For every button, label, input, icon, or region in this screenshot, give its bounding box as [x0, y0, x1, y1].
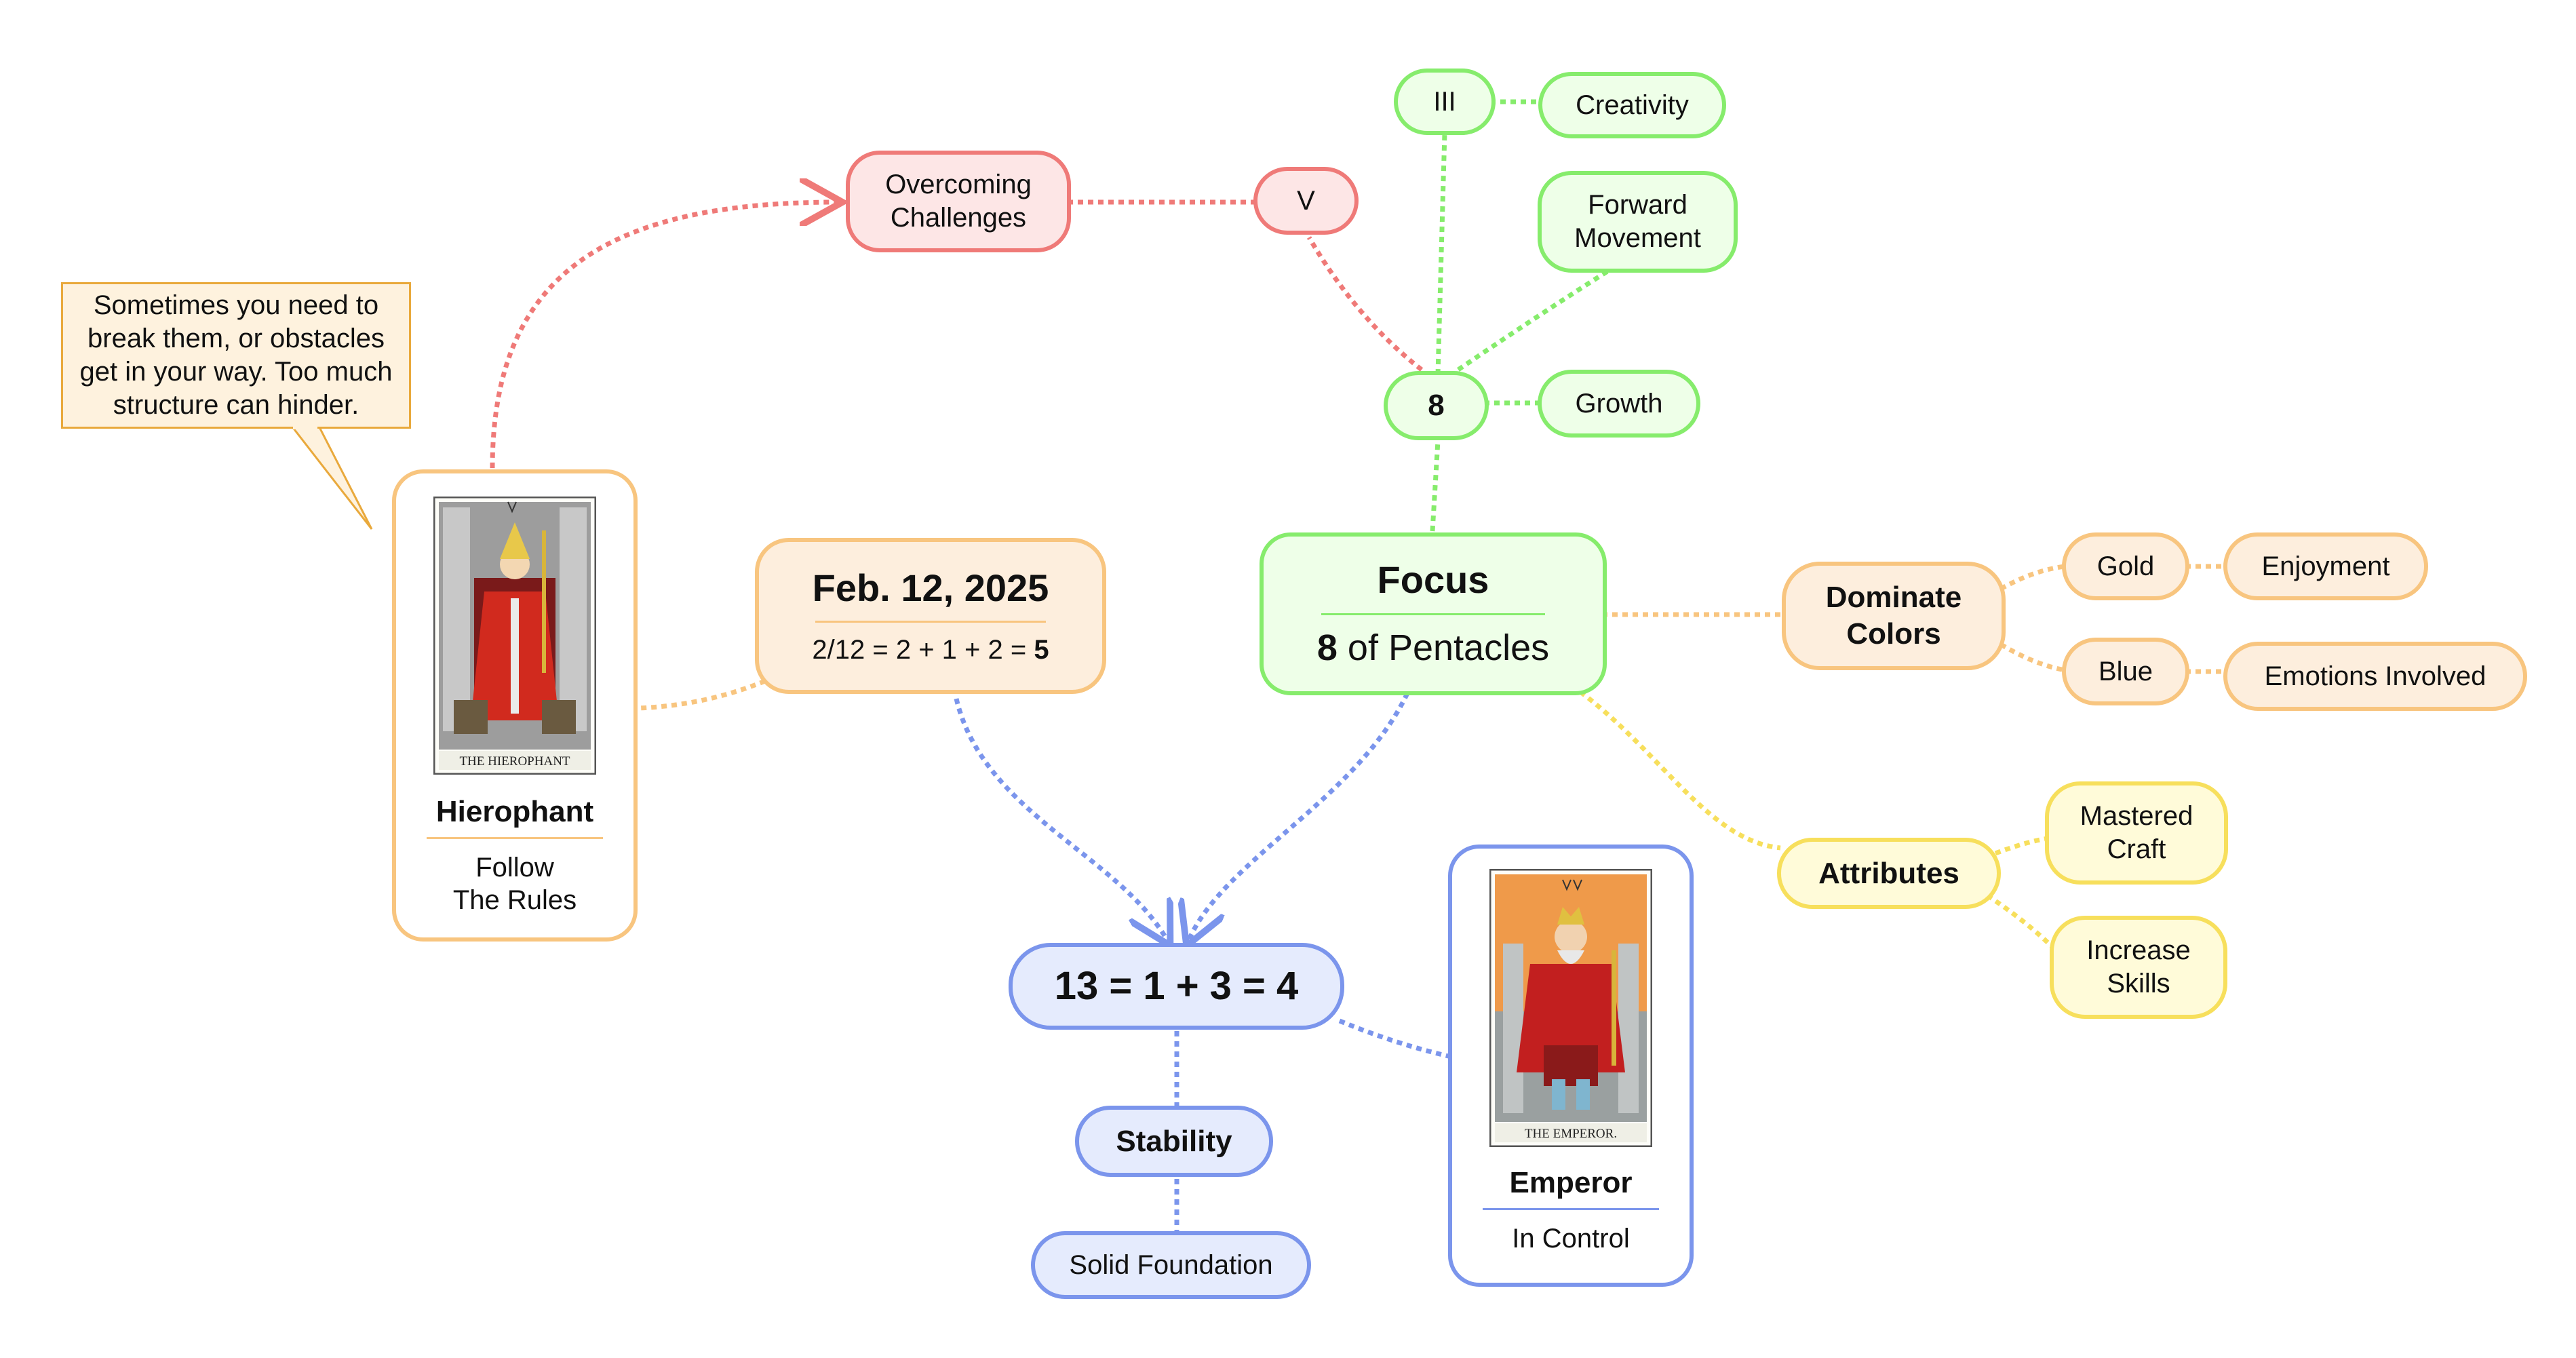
- focus-title: Focus: [1377, 558, 1489, 602]
- blue-color-node[interactable]: Blue: [2062, 638, 2189, 705]
- creativity-label: Creativity: [1576, 90, 1689, 120]
- link-sum-emperor: [1338, 1018, 1452, 1060]
- forward-movement-node[interactable]: Forward Movement: [1538, 171, 1738, 273]
- date-divider: [815, 621, 1046, 623]
- date-equation-result: 5: [1034, 635, 1049, 665]
- link-colors-gold: [1999, 564, 2066, 591]
- emperor-meaning: In Control: [1512, 1223, 1630, 1254]
- emperor-card-image: THE EMPEROR.: [1489, 869, 1652, 1147]
- sum-node[interactable]: 13 = 1 + 3 = 4: [1009, 943, 1344, 1030]
- increase-skills-label: Increase Skills: [2086, 935, 2191, 998]
- overcoming-challenges-node[interactable]: Overcoming Challenges: [846, 151, 1071, 252]
- gold-node[interactable]: Gold: [2062, 532, 2189, 600]
- growth-node[interactable]: Growth: [1538, 370, 1700, 438]
- enjoyment-label: Enjoyment: [2261, 551, 2390, 581]
- hierophant-name: Hierophant: [435, 795, 594, 828]
- increase-skills-node[interactable]: Increase Skills: [2050, 916, 2227, 1019]
- dominate-colors-label: Dominate Colors: [1825, 581, 1962, 651]
- link-date-sum: [954, 698, 1168, 942]
- focus-subtitle-number: 8: [1316, 627, 1338, 668]
- date-node[interactable]: Feb. 12, 2025 2/12 = 2 + 1 + 2 = 5: [755, 538, 1106, 694]
- sum-label: 13 = 1 + 3 = 4: [1054, 963, 1299, 1008]
- roman-v-node[interactable]: V: [1253, 167, 1359, 235]
- hierophant-meaning-line1: Follow: [475, 852, 554, 882]
- link-date-hierophant: [637, 678, 766, 711]
- attributes-node[interactable]: Attributes: [1777, 838, 2001, 909]
- enjoyment-node[interactable]: Enjoyment: [2223, 532, 2428, 600]
- date-equation-text: 2/12 = 2 + 1 + 2 =: [812, 635, 1034, 665]
- roman-v-label: V: [1297, 185, 1315, 216]
- link-8-forward: [1457, 269, 1609, 372]
- emotions-involved-label: Emotions Involved: [2264, 661, 2486, 691]
- gold-label: Gold: [2096, 551, 2155, 581]
- iii-node[interactable]: III: [1394, 69, 1496, 135]
- eight-node[interactable]: 8: [1384, 371, 1489, 440]
- hierophant-note-callout: Sometimes you need to break them, or obs…: [61, 282, 411, 429]
- attributes-label: Attributes: [1818, 856, 1959, 890]
- emperor-card-caption: THE EMPEROR.: [1525, 1127, 1617, 1141]
- mastered-craft-node[interactable]: Mastered Craft: [2045, 781, 2228, 885]
- solid-foundation-node[interactable]: Solid Foundation: [1031, 1231, 1311, 1299]
- emperor-divider: [1483, 1207, 1659, 1210]
- link-focus-sum: [1188, 692, 1410, 942]
- focus-subtitle-text: of Pentacles: [1337, 627, 1550, 668]
- hierophant-divider: [427, 836, 603, 839]
- hierophant-card-node[interactable]: THE HIEROPHANT Hierophant Follow The Rul…: [392, 469, 638, 942]
- link-attributes-mastered: [1994, 836, 2049, 856]
- hierophant-card-caption: THE HIEROPHANT: [459, 754, 570, 769]
- iii-label: III: [1433, 86, 1456, 117]
- creativity-node[interactable]: Creativity: [1538, 72, 1726, 138]
- dominate-colors-node[interactable]: Dominate Colors: [1782, 562, 2006, 670]
- focus-divider: [1321, 613, 1545, 615]
- link-focus-attributes: [1578, 690, 1781, 851]
- forward-movement-label: Forward Movement: [1574, 190, 1701, 253]
- eight-label: 8: [1428, 389, 1445, 423]
- growth-label: Growth: [1575, 388, 1663, 419]
- link-8-V: [1306, 236, 1424, 372]
- link-focus-8: [1430, 440, 1441, 532]
- callout-text: Sometimes you need to break them, or obs…: [79, 290, 393, 420]
- focus-subtitle: 8 of Pentacles: [1317, 626, 1549, 671]
- date-title: Feb. 12, 2025: [812, 566, 1049, 609]
- date-equation: 2/12 = 2 + 1 + 2 = 5: [812, 634, 1049, 667]
- hierophant-card-image: THE HIEROPHANT: [433, 497, 596, 775]
- link-colors-blue: [1999, 642, 2066, 673]
- focus-node[interactable]: Focus 8 of Pentacles: [1260, 532, 1607, 695]
- overcoming-challenges-label: Overcoming Challenges: [885, 170, 1032, 233]
- link-hierophant-overcoming: [490, 202, 838, 469]
- link-8-III: [1435, 132, 1447, 375]
- emotions-involved-node[interactable]: Emotions Involved: [2223, 642, 2527, 711]
- link-attributes-increase: [1986, 893, 2057, 952]
- stability-label: Stability: [1116, 1124, 1232, 1158]
- emperor-name: Emperor: [1509, 1166, 1633, 1199]
- hierophant-meaning-line2: The Rules: [452, 885, 577, 916]
- stability-node[interactable]: Stability: [1075, 1106, 1273, 1177]
- solid-foundation-label: Solid Foundation: [1069, 1249, 1273, 1280]
- emperor-card-node[interactable]: THE EMPEROR. Emperor In Control: [1448, 845, 1694, 1287]
- blue-color-label: Blue: [2098, 656, 2153, 686]
- mastered-craft-label: Mastered Craft: [2080, 801, 2193, 864]
